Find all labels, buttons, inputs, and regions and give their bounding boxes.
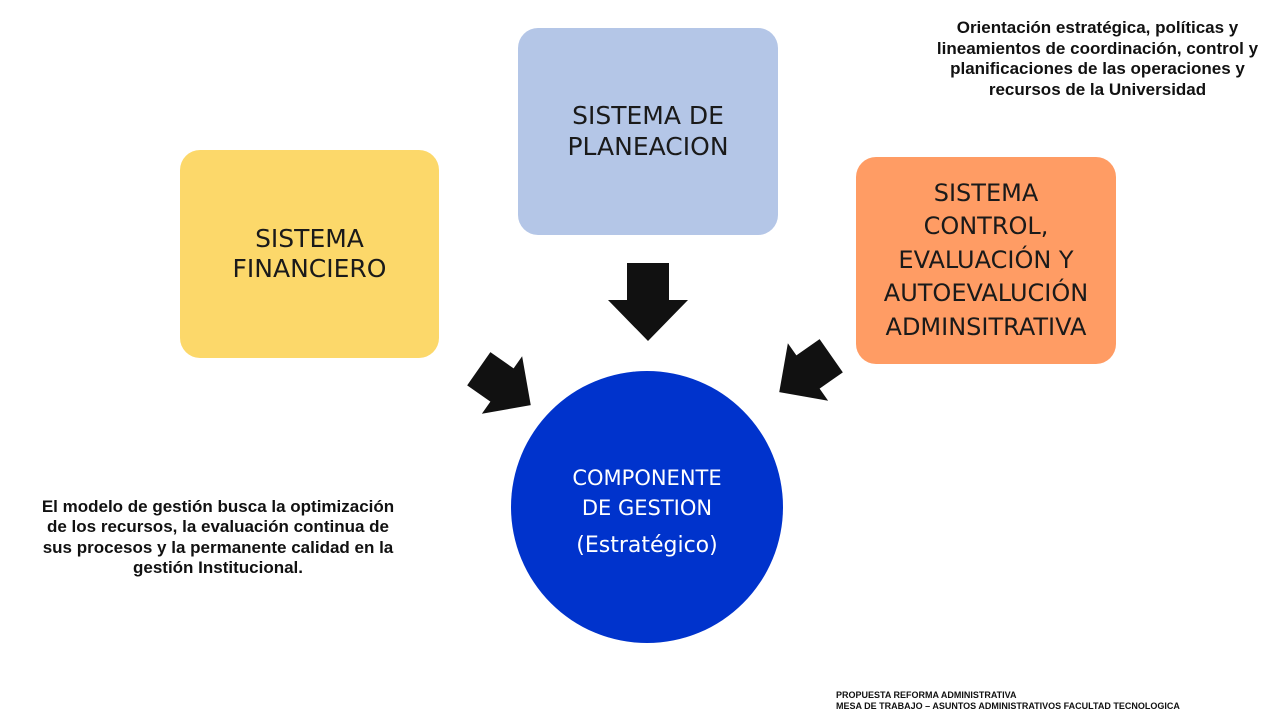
componente-gestion-subtitle: (Estratégico) (576, 532, 718, 558)
sistema-planeacion-box: SISTEMA DE PLANEACION (518, 28, 778, 235)
arrow-diagonal-left-icon (779, 339, 843, 401)
componente-gestion-circle: COMPONENTE DE GESTION (Estratégico) (511, 371, 783, 643)
modelo-gestion-note: El modelo de gestión busca la optimizaci… (41, 497, 395, 578)
sistema-planeacion-label: SISTEMA DE PLANEACION (567, 101, 729, 161)
footer: PROPUESTA REFORMA ADMINISTRATIVA MESA DE… (836, 690, 1180, 712)
arrow-down-icon (608, 263, 688, 341)
sistema-control-box: SISTEMA CONTROL, EVALUACIÓN Y AUTOEVALUC… (856, 157, 1116, 364)
orientacion-note: Orientación estratégica, políticas y lin… (936, 18, 1259, 99)
sistema-financiero-box: SISTEMA FINANCIERO (180, 150, 439, 358)
componente-gestion-title: COMPONENTE DE GESTION (572, 466, 722, 520)
footer-line-2: MESA DE TRABAJO – ASUNTOS ADMINISTRATIVO… (836, 700, 1180, 711)
arrow-diagonal-right-icon (467, 352, 531, 414)
footer-line-1: PROPUESTA REFORMA ADMINISTRATIVA (836, 690, 1017, 700)
sistema-control-label: SISTEMA CONTROL, EVALUACIÓN Y AUTOEVALUC… (883, 178, 1089, 341)
sistema-financiero-label: SISTEMA FINANCIERO (232, 223, 387, 284)
